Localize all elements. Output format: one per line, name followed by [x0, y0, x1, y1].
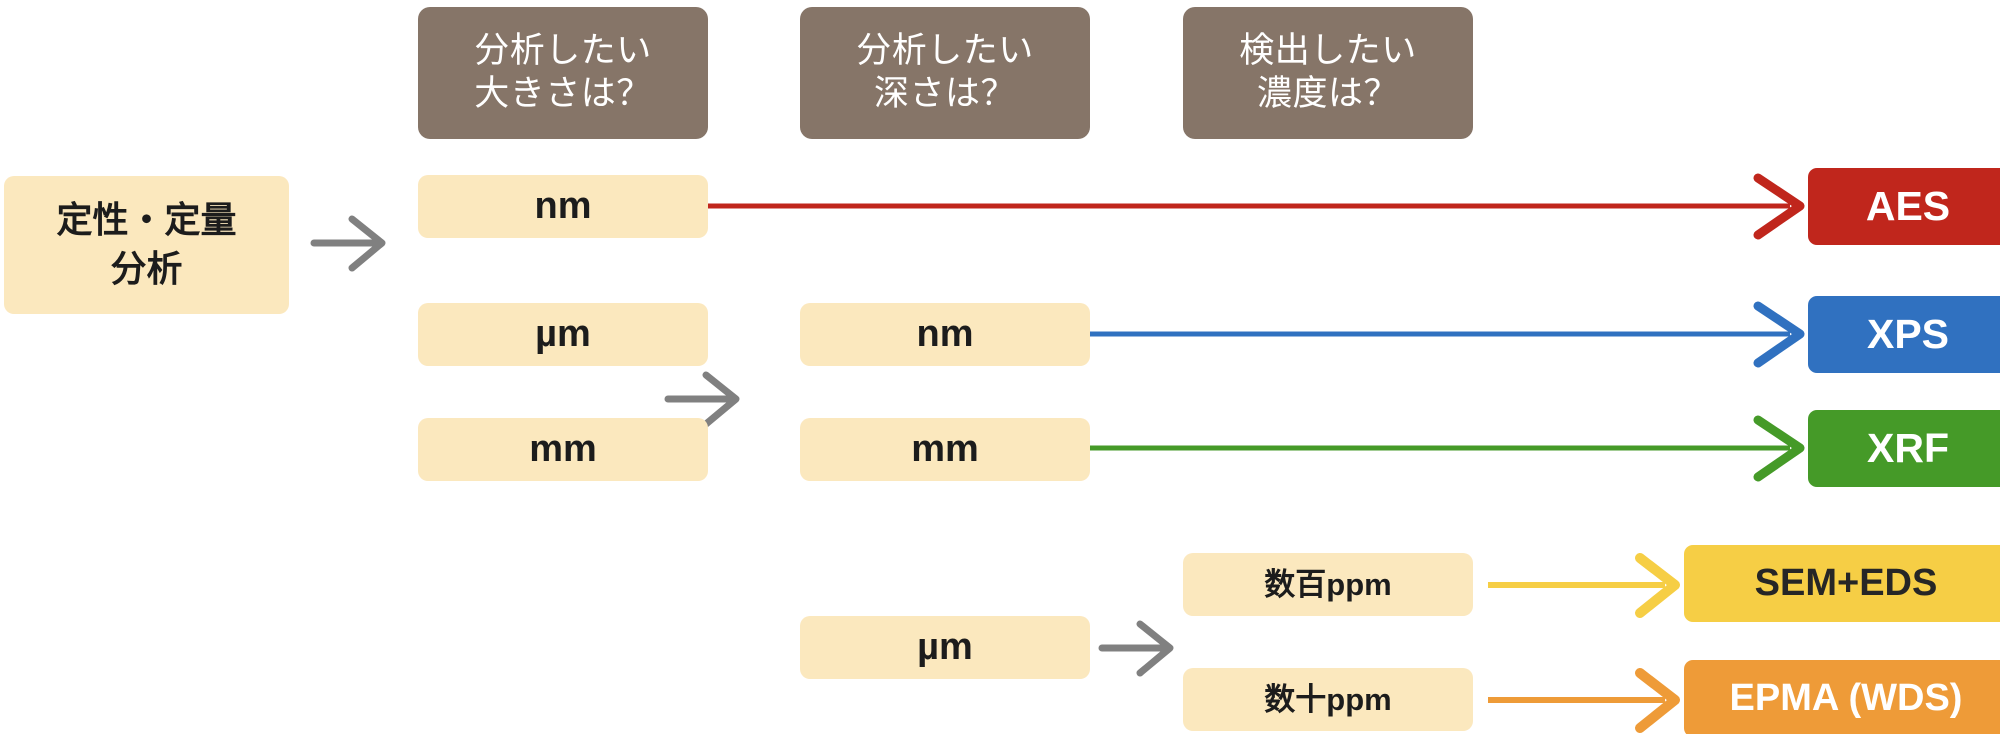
result-box-epma-wds[interactable]: EPMA (WDS) — [1684, 660, 2000, 734]
result-label-xrf: XRF — [1867, 425, 1949, 472]
result-label-sem-eds: SEM+EDS — [1754, 562, 1938, 605]
option-depth-nm[interactable]: nm — [800, 303, 1090, 366]
option-depth-um[interactable]: µm — [800, 616, 1090, 679]
question-label-size: 分析したい 大きさは？ — [474, 31, 652, 113]
option-size-mm-label: mm — [529, 428, 597, 471]
option-size-nm[interactable]: nm — [418, 175, 708, 238]
result-box-aes[interactable]: AES — [1808, 168, 2000, 245]
question-box-size[interactable]: 分析したい 大きさは？ — [418, 7, 708, 139]
question-box-concentration[interactable]: 検出したい 濃度は？ — [1183, 7, 1473, 139]
connector-epma-wds — [1488, 668, 1680, 733]
result-label-xps: XPS — [1866, 311, 1950, 358]
start-box-label: 定性・定量 分析 — [56, 199, 237, 289]
option-concentration-hundreds-ppm-label: 数百ppm — [1264, 566, 1392, 602]
option-size-um[interactable]: µm — [418, 303, 708, 366]
arrow-start-to-size — [310, 215, 386, 272]
start-box-qualitative-quantitative-analysis[interactable]: 定性・定量 分析 — [4, 176, 289, 314]
result-box-sem-eds[interactable]: SEM+EDS — [1684, 545, 2000, 622]
option-concentration-tens-ppm[interactable]: 数十ppm — [1183, 668, 1473, 731]
result-box-xps[interactable]: XPS — [1808, 296, 2000, 373]
option-concentration-hundreds-ppm[interactable]: 数百ppm — [1183, 553, 1473, 616]
arrow-depth-to-concentration — [1098, 620, 1174, 677]
option-size-nm-label: nm — [534, 185, 592, 228]
option-concentration-tens-ppm-label: 数十ppm — [1264, 681, 1392, 717]
connector-aes — [566, 173, 1805, 240]
option-depth-mm-label: mm — [911, 428, 979, 471]
arrow-size-to-depth — [664, 371, 740, 428]
connector-sem-eds — [1488, 553, 1680, 618]
question-label-concentration: 検出したい 濃度は？ — [1239, 31, 1417, 113]
option-depth-um-label: µm — [917, 626, 973, 669]
option-size-mm[interactable]: mm — [418, 418, 708, 481]
option-size-um-label: µm — [535, 313, 591, 356]
option-depth-nm-label: nm — [916, 313, 974, 356]
result-label-epma-wds: EPMA (WDS) — [1729, 677, 1963, 720]
result-box-xrf[interactable]: XRF — [1808, 410, 2000, 487]
question-label-depth: 分析したい 深さは？ — [856, 31, 1034, 113]
result-label-aes: AES — [1865, 183, 1951, 230]
option-depth-mm[interactable]: mm — [800, 418, 1090, 481]
question-box-depth[interactable]: 分析したい 深さは？ — [800, 7, 1090, 139]
